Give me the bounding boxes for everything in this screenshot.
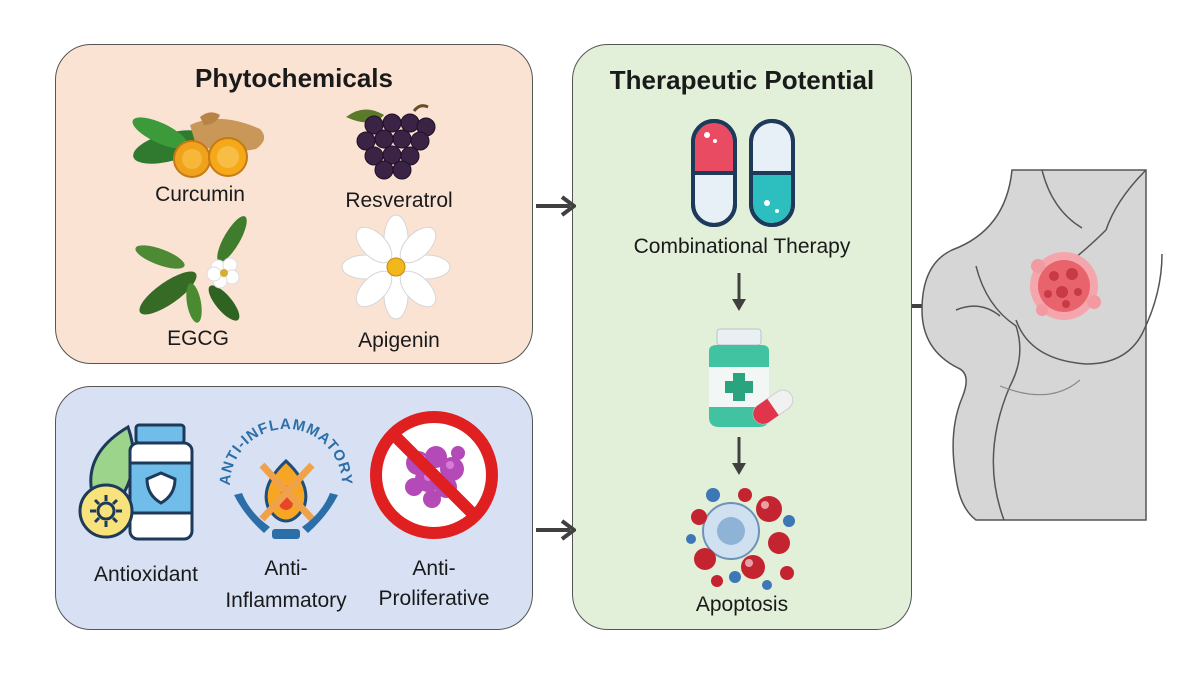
phyto-label-egcg: EGCG [167, 327, 229, 350]
breast-tumor-figure-icon [921, 169, 1163, 521]
turmeric-icon [132, 112, 265, 178]
effect-label-anti-inflammatory-line1: Anti- [264, 557, 308, 580]
anti-proliferative-icon [370, 411, 498, 539]
phytochemicals-panel: Phytochemicals Curcumin Resveratrol [55, 44, 533, 364]
tea-leaf-icon [135, 216, 247, 323]
therapeutic-potential-title: Therapeutic Potential [609, 65, 875, 95]
antioxidant-bottle-icon [78, 423, 194, 541]
phyto-label-resveratrol: Resveratrol [345, 189, 453, 212]
therapeutic-potential-panel: Therapeutic Potential Combinational Ther… [572, 44, 912, 630]
phytochemicals-title: Phytochemicals [195, 63, 393, 93]
effect-label-anti-inflammatory-line2: Inflammatory [225, 589, 347, 612]
apoptosis-cells-icon [686, 488, 795, 590]
capsules-icon [691, 119, 795, 227]
effects-panel: Antioxidant ANTI-INFLAMMATORY Anti- Infl… [55, 386, 533, 630]
phyto-label-apigenin: Apigenin [358, 329, 440, 352]
anti-inflammatory-icon: ANTI-INFLAMMATORY [217, 416, 354, 539]
arrow-down-icon [732, 273, 746, 311]
therapy-label-apoptosis: Apoptosis [695, 593, 789, 616]
phyto-label-curcumin: Curcumin [155, 183, 245, 206]
effect-label-anti-proliferative-line2: Proliferative [378, 587, 490, 610]
effect-label-anti-proliferative-line1: Anti- [412, 557, 456, 580]
medicine-bottle-icon [709, 328, 794, 427]
chamomile-flower-icon [341, 214, 451, 320]
arrow-right-icon [536, 519, 576, 541]
arrow-down-icon [732, 437, 746, 475]
grapes-icon [346, 104, 436, 180]
therapy-label-combinational: Combinational Therapy [633, 235, 851, 258]
arrow-right-icon [536, 195, 576, 217]
effect-label-antioxidant: Antioxidant [94, 563, 198, 586]
